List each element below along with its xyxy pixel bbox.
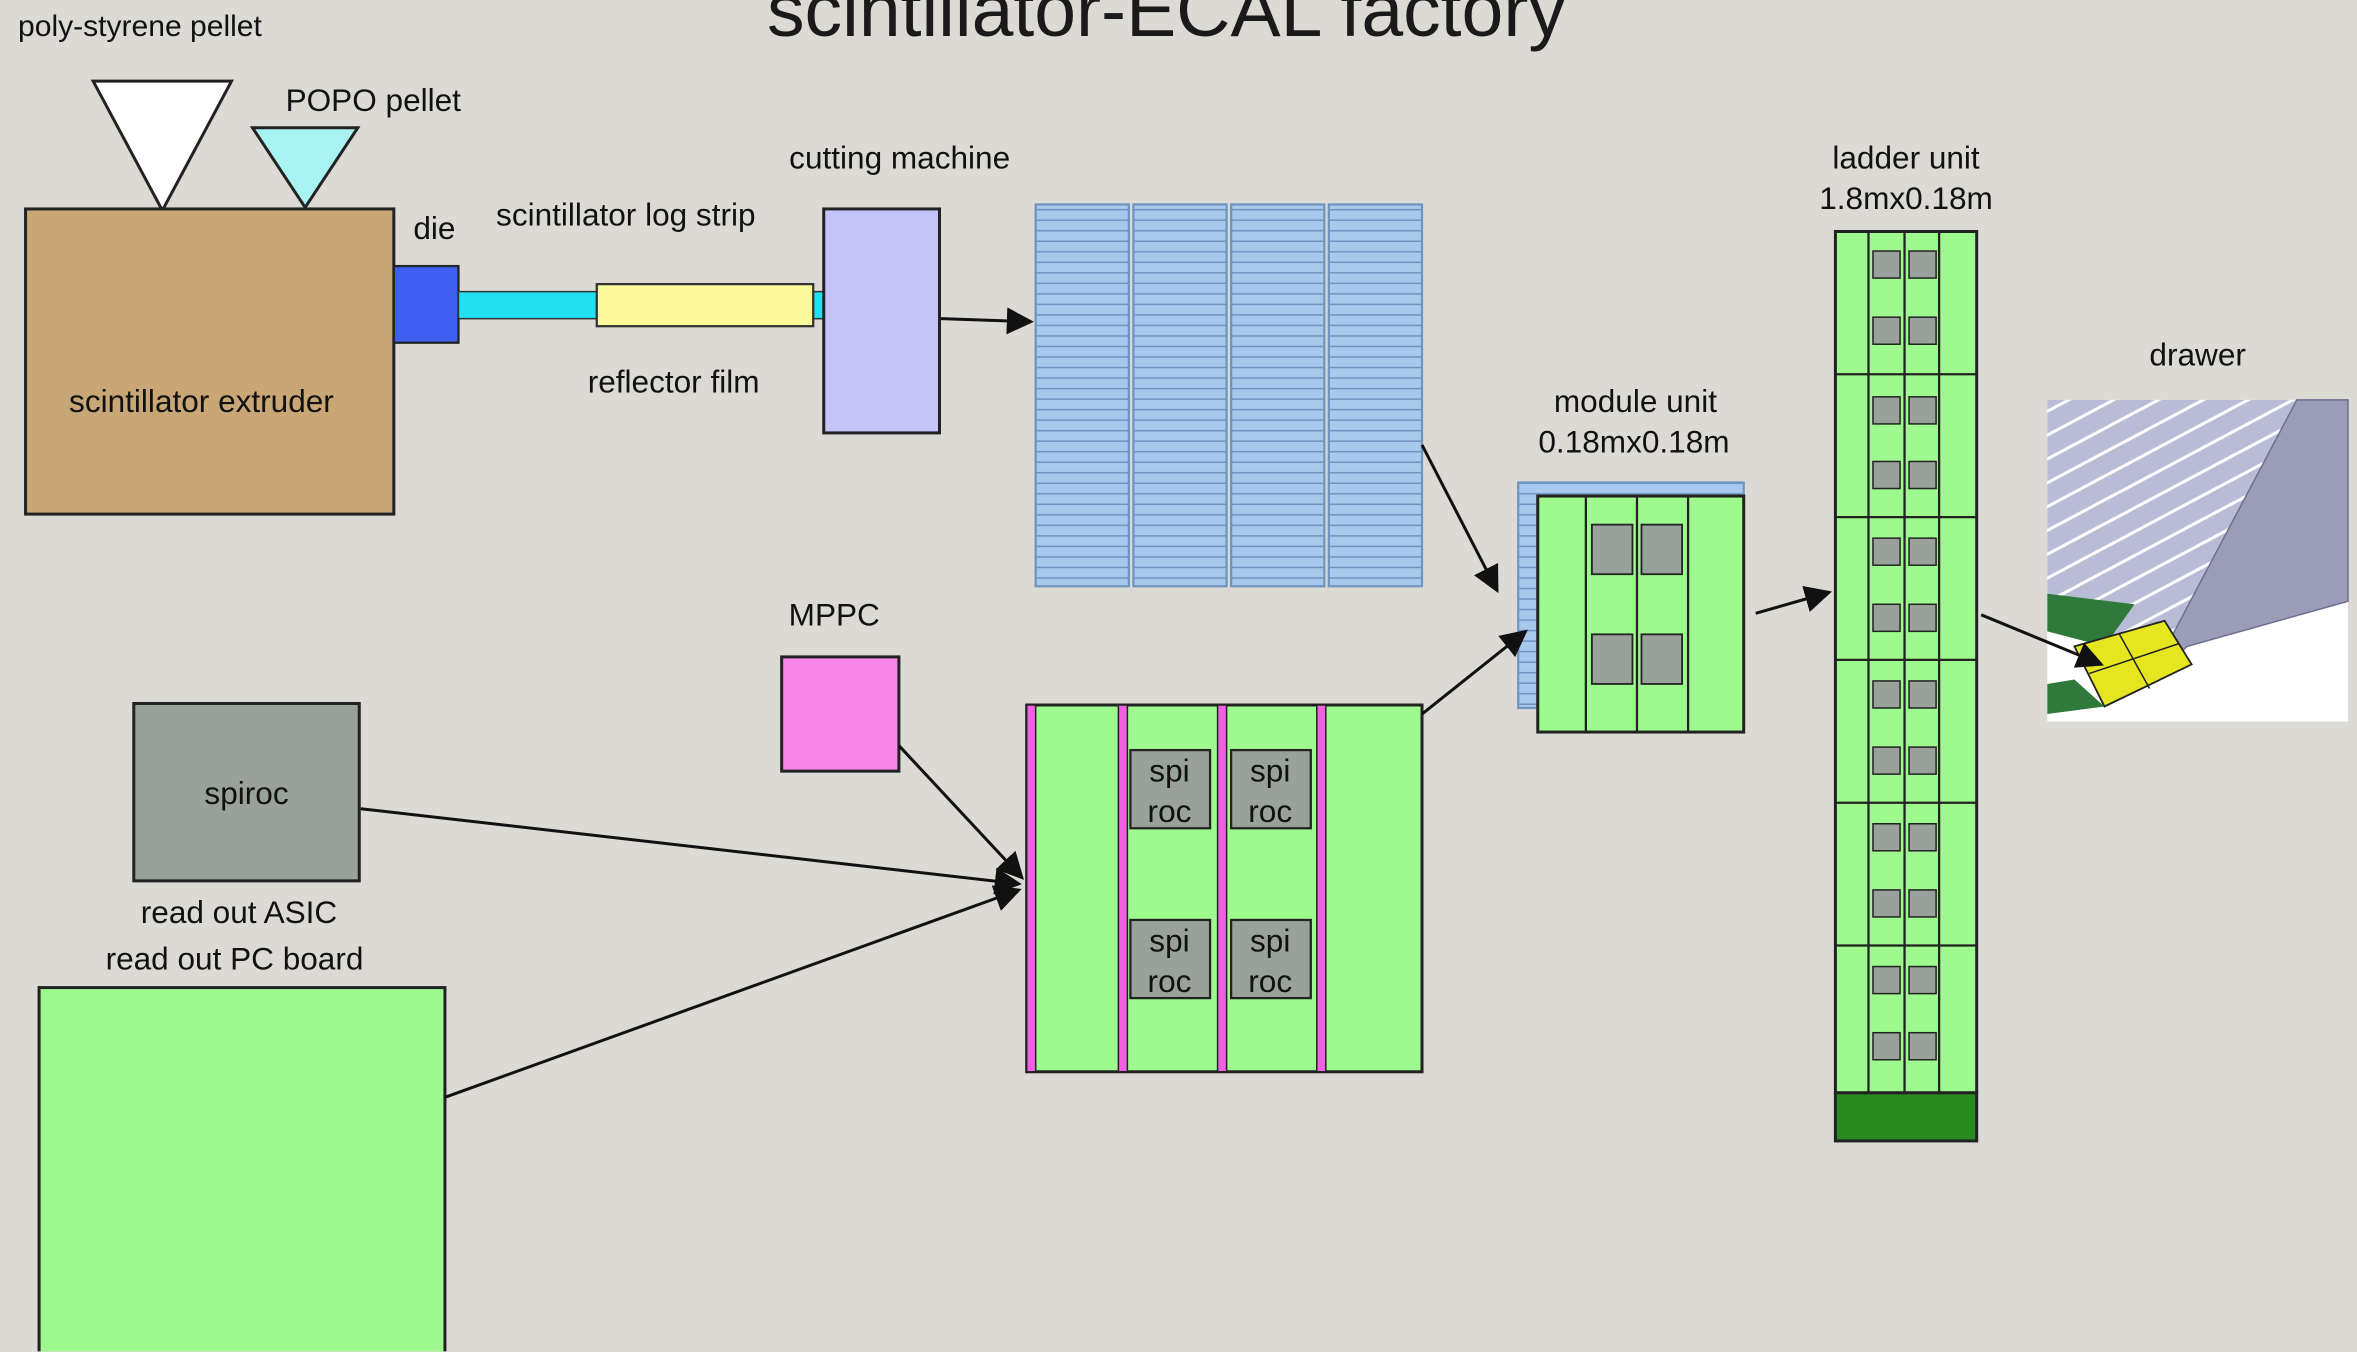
arrow-ladder-to-drawer bbox=[1980, 613, 2104, 668]
ladder-chip bbox=[1908, 1031, 1937, 1061]
ladder-chip bbox=[1908, 680, 1937, 709]
ladder-chip bbox=[1872, 460, 1901, 490]
ladder-chip bbox=[1908, 537, 1937, 566]
roc-label: roc bbox=[1248, 793, 1292, 829]
ladder-chip bbox=[1872, 822, 1901, 852]
ladder-chip bbox=[1872, 603, 1901, 633]
polystyrene-label: poly-styrene pellet bbox=[18, 10, 262, 43]
cutting-label: cutting machine bbox=[789, 139, 1010, 175]
ladder-chip bbox=[1872, 537, 1901, 566]
ladder-chip bbox=[1908, 460, 1937, 490]
ladder-chip bbox=[1872, 316, 1901, 345]
ladder-chip bbox=[1872, 396, 1901, 425]
ladder-chip bbox=[1872, 680, 1901, 709]
readout-pc-board bbox=[37, 986, 447, 1352]
spi-label: spi bbox=[1250, 753, 1290, 789]
ladder-chip bbox=[1908, 889, 1937, 918]
asic-label: read out ASIC bbox=[141, 894, 337, 930]
arrow-board-to-module bbox=[1421, 629, 1528, 716]
polystyrene-hopper bbox=[90, 79, 235, 214]
mppc-chip bbox=[780, 655, 901, 773]
ladder-chip bbox=[1872, 250, 1901, 279]
die-block bbox=[392, 264, 460, 344]
ladder-chip bbox=[1908, 965, 1937, 995]
spiroc-block bbox=[1129, 918, 1212, 1000]
ladder-chip bbox=[1908, 746, 1937, 775]
roc-label: roc bbox=[1148, 963, 1192, 999]
roc-label: roc bbox=[1248, 963, 1292, 999]
ladder-chip bbox=[1908, 316, 1937, 345]
ladder-base bbox=[1833, 1091, 1979, 1143]
cutting-machine bbox=[822, 207, 941, 435]
flow-arrows bbox=[360, 307, 2104, 1099]
pcboard-label: read out PC board bbox=[106, 941, 364, 977]
ladder-chip bbox=[1872, 965, 1901, 995]
ladder-chip bbox=[1872, 746, 1901, 775]
spiroc-chip bbox=[132, 701, 361, 883]
spi-label: spi bbox=[1250, 923, 1290, 959]
ladder-chip bbox=[1908, 822, 1937, 852]
spiroc-block bbox=[1229, 918, 1312, 1000]
module-label-2: 0.18mx0.18m bbox=[1538, 423, 1729, 459]
module-unit bbox=[1517, 481, 1746, 734]
spi-label: spi bbox=[1149, 923, 1189, 959]
ladder-chip bbox=[1872, 889, 1901, 918]
spiroc-block bbox=[1129, 748, 1212, 830]
die-label: die bbox=[413, 210, 455, 246]
scintillator-extruder bbox=[24, 207, 396, 516]
ladder-chip bbox=[1908, 250, 1937, 279]
reflector-label: reflector film bbox=[588, 363, 760, 399]
spi-label: spi bbox=[1149, 753, 1189, 789]
board-assembly: spi roc spi roc spi roc spi roc bbox=[1025, 703, 1424, 1074]
ladder-unit bbox=[1833, 229, 1979, 1143]
arrow-mppc-to-board bbox=[897, 744, 1025, 880]
reflector-film bbox=[595, 282, 815, 328]
spiroc-block bbox=[1229, 748, 1312, 830]
popo-hopper bbox=[249, 126, 361, 211]
arrow-module-to-ladder bbox=[1755, 585, 1832, 615]
ladder-label-2: 1.8mx0.18m bbox=[1819, 180, 1993, 216]
drawer-label: drawer bbox=[2149, 336, 2245, 372]
ladder-label-1: ladder unit bbox=[1832, 139, 1980, 175]
arrow-spiroc-to-board bbox=[360, 807, 1022, 895]
extruder-label: scintillator extruder bbox=[69, 383, 334, 419]
ladder-chip bbox=[1872, 1031, 1901, 1061]
roc-label: roc bbox=[1148, 793, 1192, 829]
module-label-1: module unit bbox=[1554, 383, 1717, 419]
popo-label: POPO pellet bbox=[286, 82, 462, 118]
arrow-pcboard-to-board bbox=[444, 885, 1022, 1099]
spiroc-label: spiroc bbox=[204, 775, 288, 811]
ladder-chip bbox=[1908, 603, 1937, 633]
arrow-cutter-to-strips bbox=[940, 307, 1034, 335]
scintillator-array bbox=[1034, 203, 1424, 588]
drawer-image bbox=[2047, 399, 2349, 722]
ladder-chip bbox=[1908, 396, 1937, 425]
mppc-label: MPPC bbox=[789, 596, 880, 632]
log-strip-label: scintillator log strip bbox=[496, 196, 755, 232]
arrow-strips-to-module bbox=[1420, 444, 1499, 594]
diagram-title: scintillator-ECAL factory bbox=[767, 0, 1566, 52]
